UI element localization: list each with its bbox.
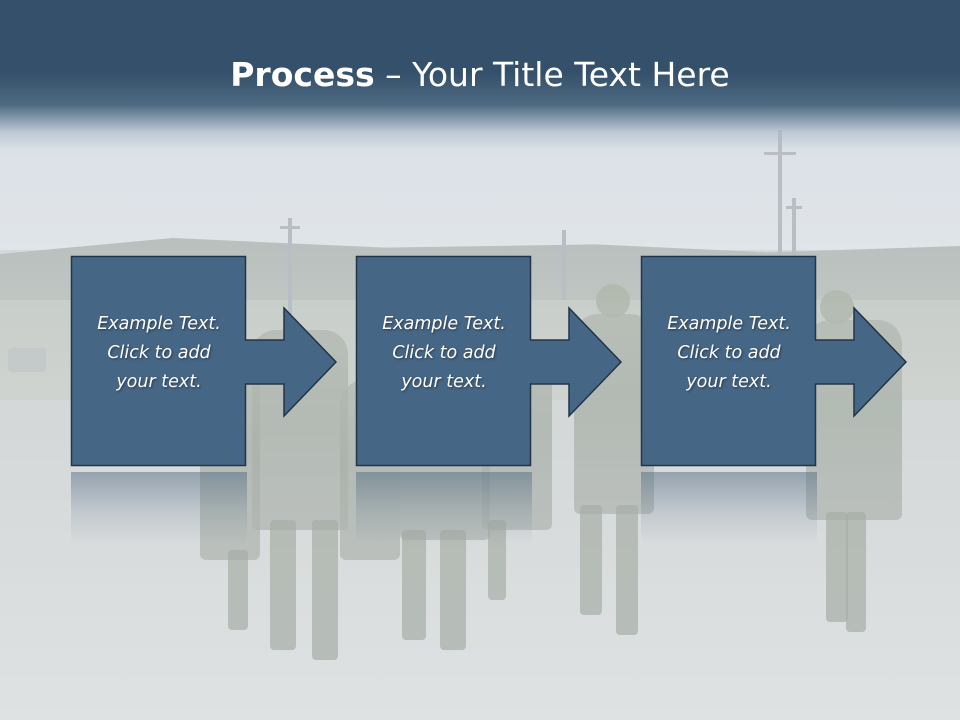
utility-pole-crossbar: [764, 152, 796, 155]
utility-pole: [562, 230, 566, 300]
soldier-figure-leg: [846, 512, 866, 632]
step-text-line: your text.: [686, 372, 772, 392]
soldier-figure-leg: [312, 520, 338, 660]
step-text-line: Example Text.: [667, 314, 791, 334]
step-text-line: Example Text.: [97, 314, 221, 334]
soldier-figure-head: [596, 284, 630, 318]
step-text-1[interactable]: Example Text. Click to add your text.: [73, 310, 245, 397]
utility-pole-crossbar: [786, 206, 802, 209]
step-text-line: your text.: [116, 372, 202, 392]
soldier-figure-leg: [488, 520, 506, 600]
step-arrow-shape-1: [70, 255, 338, 467]
step-text-line: Click to add: [107, 343, 211, 363]
soldier-figure-leg: [826, 512, 848, 622]
step-arrow-shape-2: [355, 255, 623, 467]
process-step-2[interactable]: Example Text. Click to add your text.: [355, 255, 696, 470]
utility-pole: [778, 130, 782, 280]
utility-pole-crossbar: [280, 226, 300, 229]
slide-title-separator: –: [374, 55, 413, 94]
process-step-3[interactable]: Example Text. Click to add your text.: [640, 255, 960, 470]
step-text-line: your text.: [401, 372, 487, 392]
soldier-figure-leg: [616, 505, 638, 635]
step-reflection-2: [356, 472, 532, 544]
title-bar: [0, 0, 960, 150]
step-text-3[interactable]: Example Text. Click to add your text.: [643, 310, 815, 397]
process-step-1[interactable]: Example Text. Click to add your text.: [70, 255, 411, 470]
step-text-line: Click to add: [392, 343, 496, 363]
soldier-figure-leg: [228, 550, 248, 630]
step-arrow-shape-3: [640, 255, 908, 467]
slide-title-rest: Your Title Text Here: [412, 55, 730, 94]
step-reflection-1: [71, 472, 247, 544]
parked-car: [8, 348, 46, 372]
step-text-line: Click to add: [677, 343, 781, 363]
step-text-2[interactable]: Example Text. Click to add your text.: [358, 310, 530, 397]
step-reflection-3: [641, 472, 817, 544]
soldier-figure-leg: [270, 520, 296, 650]
soldier-figure-leg: [440, 530, 466, 650]
slide-title-strong: Process: [230, 55, 375, 94]
soldier-figure-head: [820, 290, 854, 324]
utility-pole: [288, 218, 292, 318]
step-text-line: Example Text.: [382, 314, 506, 334]
soldier-figure-leg: [402, 530, 426, 640]
soldier-figure-leg: [580, 505, 602, 615]
utility-pole: [792, 198, 796, 288]
slide-title[interactable]: Process – Your Title Text Here: [0, 52, 960, 98]
